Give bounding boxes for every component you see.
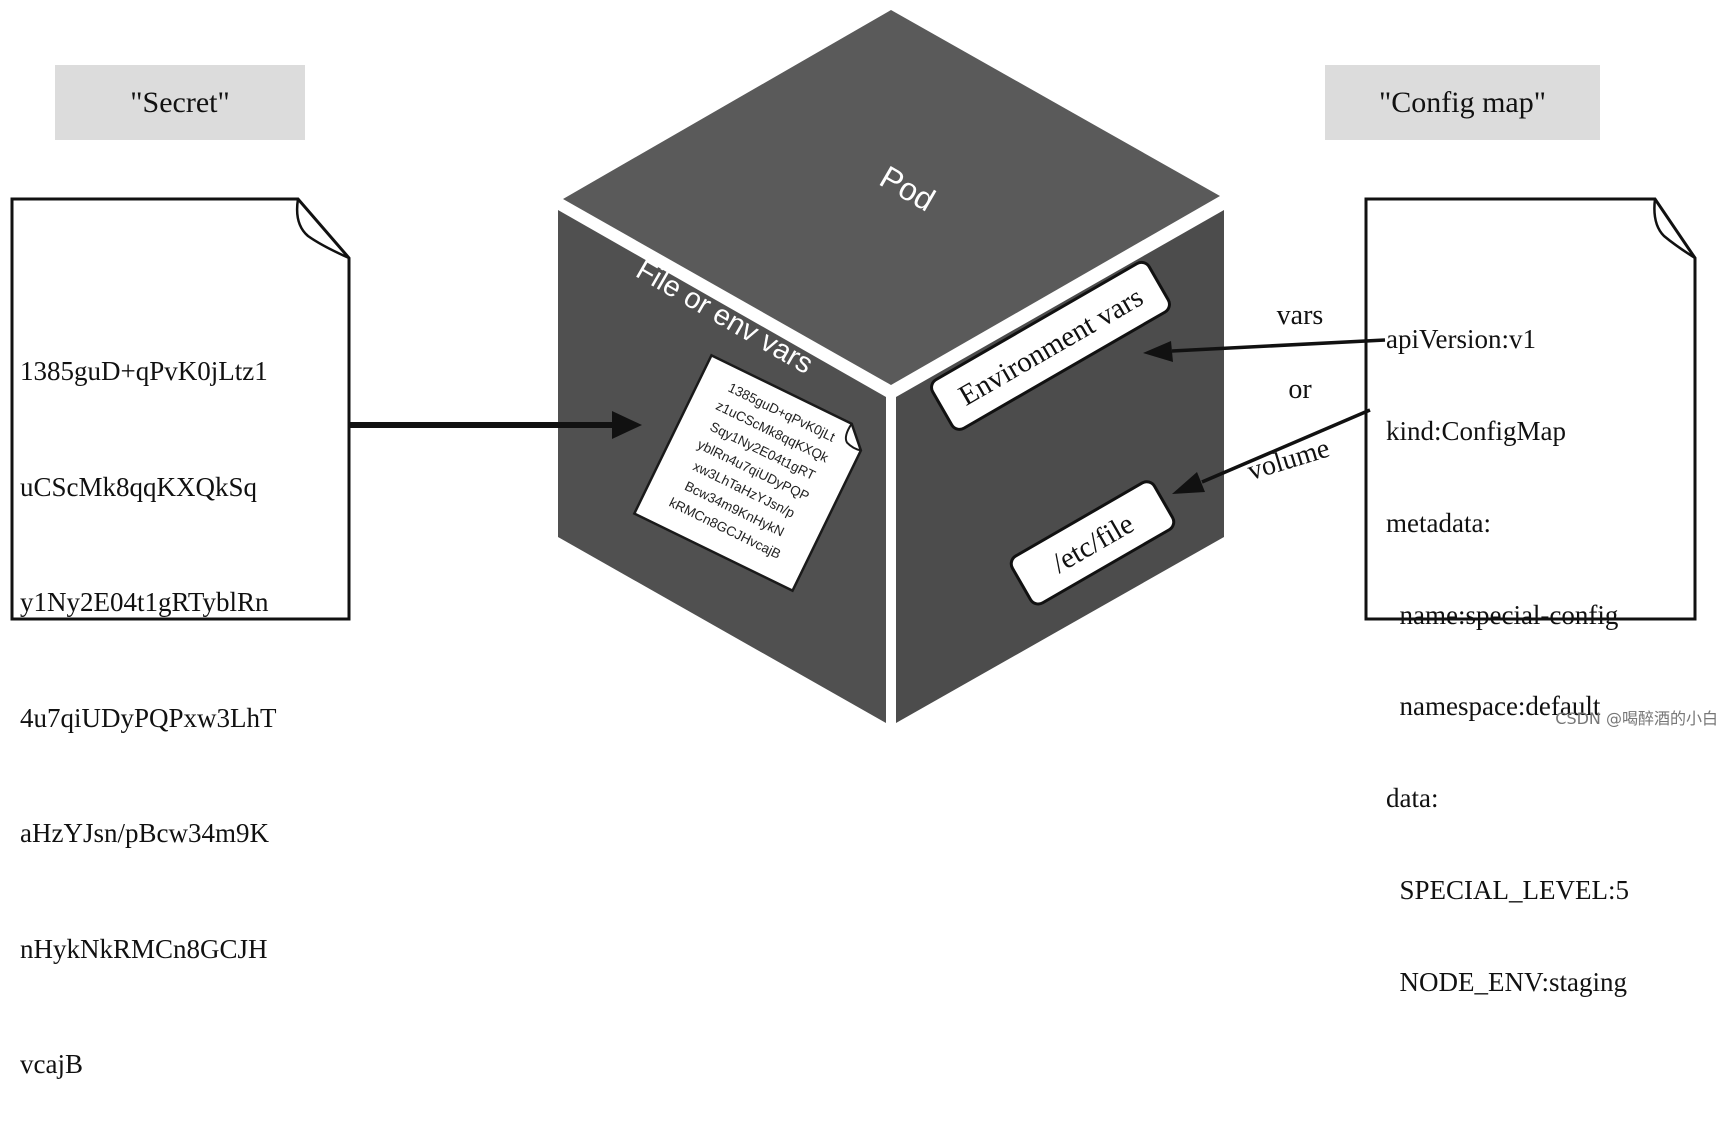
config-map-document bbox=[1364, 197, 1697, 621]
config-map-title-text: "Config map" bbox=[1379, 85, 1546, 119]
pod-cube-right-face bbox=[896, 210, 1224, 723]
secret-to-pod-arrow bbox=[349, 411, 642, 439]
secret-line: uCScMk8qqKXQkSq bbox=[20, 471, 258, 502]
inner-secret-document: 1385guD+qPvK0jLtz1uCScMk8qqKXQkSqy1Ny2E0… bbox=[632, 353, 863, 593]
volume-arrow bbox=[1172, 408, 1371, 494]
secret-title-text: "Secret" bbox=[130, 85, 230, 119]
config-line: SPECIAL_LEVEL:5 bbox=[1386, 874, 1630, 905]
config-map-content: apiVersion:v1 kind:ConfigMap metadata: n… bbox=[1386, 263, 1629, 1028]
or-label: or bbox=[1288, 374, 1312, 405]
config-line: name:special-config bbox=[1386, 599, 1619, 630]
config-line: namespace:default bbox=[1386, 691, 1601, 722]
etc-file-box: /etc/file bbox=[1009, 480, 1176, 606]
config-line: data: bbox=[1386, 783, 1439, 814]
secret-line: 1385guD+qPvK0jLtz1 bbox=[20, 356, 268, 386]
diagram-canvas: Pod File or env vars 1385guD+qPvK0jLtz1u… bbox=[10, 10, 1697, 723]
secret-title: "Secret" bbox=[55, 65, 305, 140]
config-line: apiVersion:v1 bbox=[1386, 324, 1536, 355]
volume-label: volume bbox=[1244, 433, 1333, 487]
secret-content: 1385guD+qPvK0jLtz1 uCScMk8qqKXQkSq y1Ny2… bbox=[20, 275, 277, 1122]
vars-label: vars bbox=[1277, 300, 1324, 331]
config-map-title: "Config map" bbox=[1325, 65, 1600, 140]
pod-cube-top-face bbox=[563, 10, 1220, 385]
config-line: NODE_ENV:staging bbox=[1386, 966, 1627, 997]
watermark: CSDN @喝醉酒的小白 bbox=[1555, 709, 1718, 728]
config-line: kind:ConfigMap bbox=[1386, 415, 1566, 446]
secret-line: vcajB bbox=[20, 1049, 83, 1079]
secret-line: 4u7qiUDyPQPxw3LhT bbox=[20, 702, 277, 733]
secret-line: nHykNkRMCn8GCJH bbox=[20, 933, 268, 964]
config-line: metadata: bbox=[1386, 507, 1491, 538]
secret-line: y1Ny2E04t1gRTyblRn bbox=[20, 587, 269, 617]
secret-line: aHzYJsn/pBcw34m9K bbox=[20, 818, 269, 848]
secret-document bbox=[10, 197, 351, 621]
vars-arrow bbox=[1143, 338, 1386, 362]
